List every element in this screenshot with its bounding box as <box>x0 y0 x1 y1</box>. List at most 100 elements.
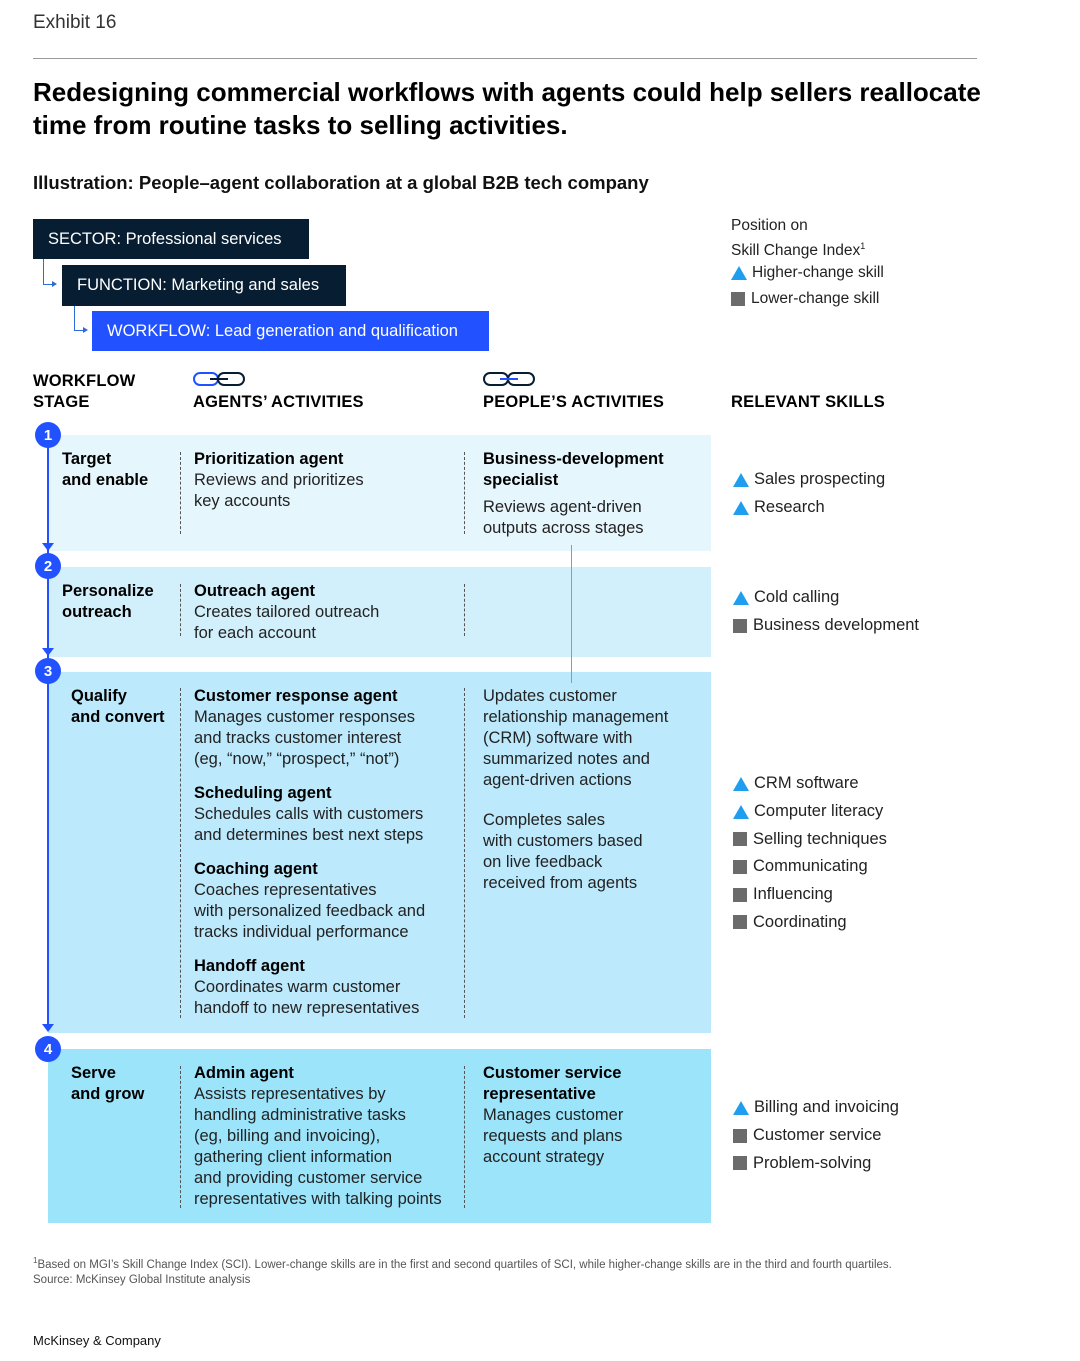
people-activity: Customer service representative Manages … <box>483 1063 623 1168</box>
agent-name: Outreach agent <box>194 582 316 600</box>
column-divider <box>464 584 465 636</box>
skill-label: Coordinating <box>753 912 847 931</box>
people-description-line: relationship management <box>483 708 669 726</box>
role-name-line: representative <box>483 1085 596 1103</box>
people-description-line: (CRM) software with <box>483 729 633 747</box>
skill-label: Billing and invoicing <box>754 1098 899 1117</box>
sector-function-connector <box>43 259 57 287</box>
footnote-marker: 1 <box>33 1256 38 1265</box>
agent-description-line: Assists representatives by <box>194 1085 386 1103</box>
stage-number-badge: 4 <box>35 1036 61 1062</box>
agent-description-line: handling administrative tasks <box>194 1106 406 1124</box>
arrow-down-icon <box>42 543 54 551</box>
skill-label: Computer literacy <box>754 802 884 821</box>
agent-description-line: (eg, “now,” “prospect,” “not”) <box>194 750 400 768</box>
agent-description-line: gathering client information <box>194 1148 393 1166</box>
stage-name-line: Serve <box>71 1064 116 1082</box>
triangle-icon <box>733 500 749 515</box>
square-icon <box>733 1128 747 1143</box>
agent-description-line: and tracks customer interest <box>194 729 402 747</box>
column-header-skills: RELEVANT SKILLS <box>731 393 885 411</box>
people-description-line: Updates customer <box>483 687 617 705</box>
agent-description-line: handoff to new representatives <box>194 999 420 1017</box>
agent-description-line: representatives with talking points <box>194 1190 442 1208</box>
agent-name: Handoff agent <box>194 957 305 975</box>
arrow-down-icon <box>42 1024 54 1032</box>
agent-description-line: Manages customer responses <box>194 708 416 726</box>
triangle-icon <box>733 776 749 791</box>
stage-name: Personalize outreach <box>62 581 154 623</box>
role-name-line: Business-development <box>483 450 664 468</box>
stage-name: Qualify and convert <box>71 686 165 728</box>
people-description-line: Completes sales <box>483 811 605 829</box>
stage-number-badge: 1 <box>35 422 61 448</box>
exhibit-label: Exhibit 16 <box>33 12 117 33</box>
triangle-icon <box>733 804 749 819</box>
skill-label: Research <box>754 498 825 517</box>
skill-label: Influencing <box>753 885 833 904</box>
legend-title-line2: Skill Change Index <box>731 242 861 260</box>
column-header-stage-line2: STAGE <box>33 393 90 411</box>
legend-title-line1: Position on <box>731 217 808 234</box>
people-description-line: with customers based <box>483 832 643 850</box>
square-icon <box>731 292 745 306</box>
function-workflow-connector <box>74 306 88 333</box>
stage-band-1 <box>48 435 711 551</box>
triangle-icon <box>733 472 749 487</box>
agent-activity: Prioritization agent Reviews and priorit… <box>194 449 364 512</box>
legend-higher-change: Higher-change skill <box>731 264 884 282</box>
legend-title: Position on Skill Change Index1 <box>731 216 865 261</box>
role-name-line: specialist <box>483 471 559 489</box>
agent-description-line: (eg, billing and invoicing), <box>194 1127 381 1145</box>
square-icon <box>733 915 747 930</box>
footnote-text: Based on MGI’s Skill Change Index (SCI).… <box>37 1258 892 1271</box>
agent-name: Scheduling agent <box>194 784 332 802</box>
people-description-line: Reviews agent-driven <box>483 498 642 516</box>
footnote: 1Based on MGI’s Skill Change Index (SCI)… <box>33 1253 993 1288</box>
agent-activity: Admin agent Assists representatives by h… <box>194 1063 442 1210</box>
stage-name-line: outreach <box>62 603 132 621</box>
column-divider <box>180 688 181 1018</box>
link-chain-icon <box>193 372 245 386</box>
agent-description-line: key accounts <box>194 492 291 510</box>
stage-name-line: and convert <box>71 708 165 726</box>
stage-band-3 <box>48 672 711 1033</box>
skill-item: Selling techniques <box>733 825 887 853</box>
arrow-down-icon <box>42 648 54 656</box>
agent-description-line: Coordinates warm customer <box>194 978 401 996</box>
square-icon <box>733 859 747 874</box>
people-activity-list: Updates customer relationship management… <box>483 686 668 894</box>
people-activity: Business-development specialist Reviews … <box>483 449 664 539</box>
sector-tag: SECTOR: Professional services <box>33 219 309 259</box>
square-icon <box>733 832 747 847</box>
legend-higher-label: Higher-change skill <box>752 264 884 281</box>
skill-item: Business development <box>733 612 919 640</box>
stage-name: Serve and grow <box>71 1063 144 1105</box>
people-description-line: received from agents <box>483 874 638 892</box>
agent-description-line: Creates tailored outreach <box>194 603 380 621</box>
column-divider <box>180 1066 181 1208</box>
people-description-line: requests and plans <box>483 1127 623 1145</box>
skill-item: Computer literacy <box>733 798 887 826</box>
skill-label: Customer service <box>753 1126 882 1145</box>
skills-list: CRM software Computer literacy Selling t… <box>733 770 887 936</box>
skill-item: CRM software <box>733 770 887 798</box>
agent-description-line: Reviews and prioritizes <box>194 471 364 489</box>
stage-number-badge: 3 <box>35 658 61 684</box>
triangle-icon <box>733 590 749 605</box>
agent-description-line: with personalized feedback and <box>194 902 426 920</box>
function-tag: FUNCTION: Marketing and sales <box>62 265 346 306</box>
column-header-stage-line1: WORKFLOW <box>33 372 136 390</box>
skill-item: Cold calling <box>733 584 919 612</box>
square-icon <box>733 887 747 902</box>
skill-item: Problem-solving <box>733 1149 899 1177</box>
skill-label: CRM software <box>754 774 859 793</box>
stage-band-2 <box>48 567 711 657</box>
people-description-line: account strategy <box>483 1148 605 1166</box>
skill-item: Sales prospecting <box>733 466 885 494</box>
people-description-line: summarized notes and <box>483 750 650 768</box>
square-icon <box>733 618 747 633</box>
people-description-line: Manages customer <box>483 1106 624 1124</box>
agent-activity-list: Customer response agent Manages customer… <box>194 686 425 1019</box>
brand-logo-text: McKinsey & Company <box>33 1333 161 1348</box>
